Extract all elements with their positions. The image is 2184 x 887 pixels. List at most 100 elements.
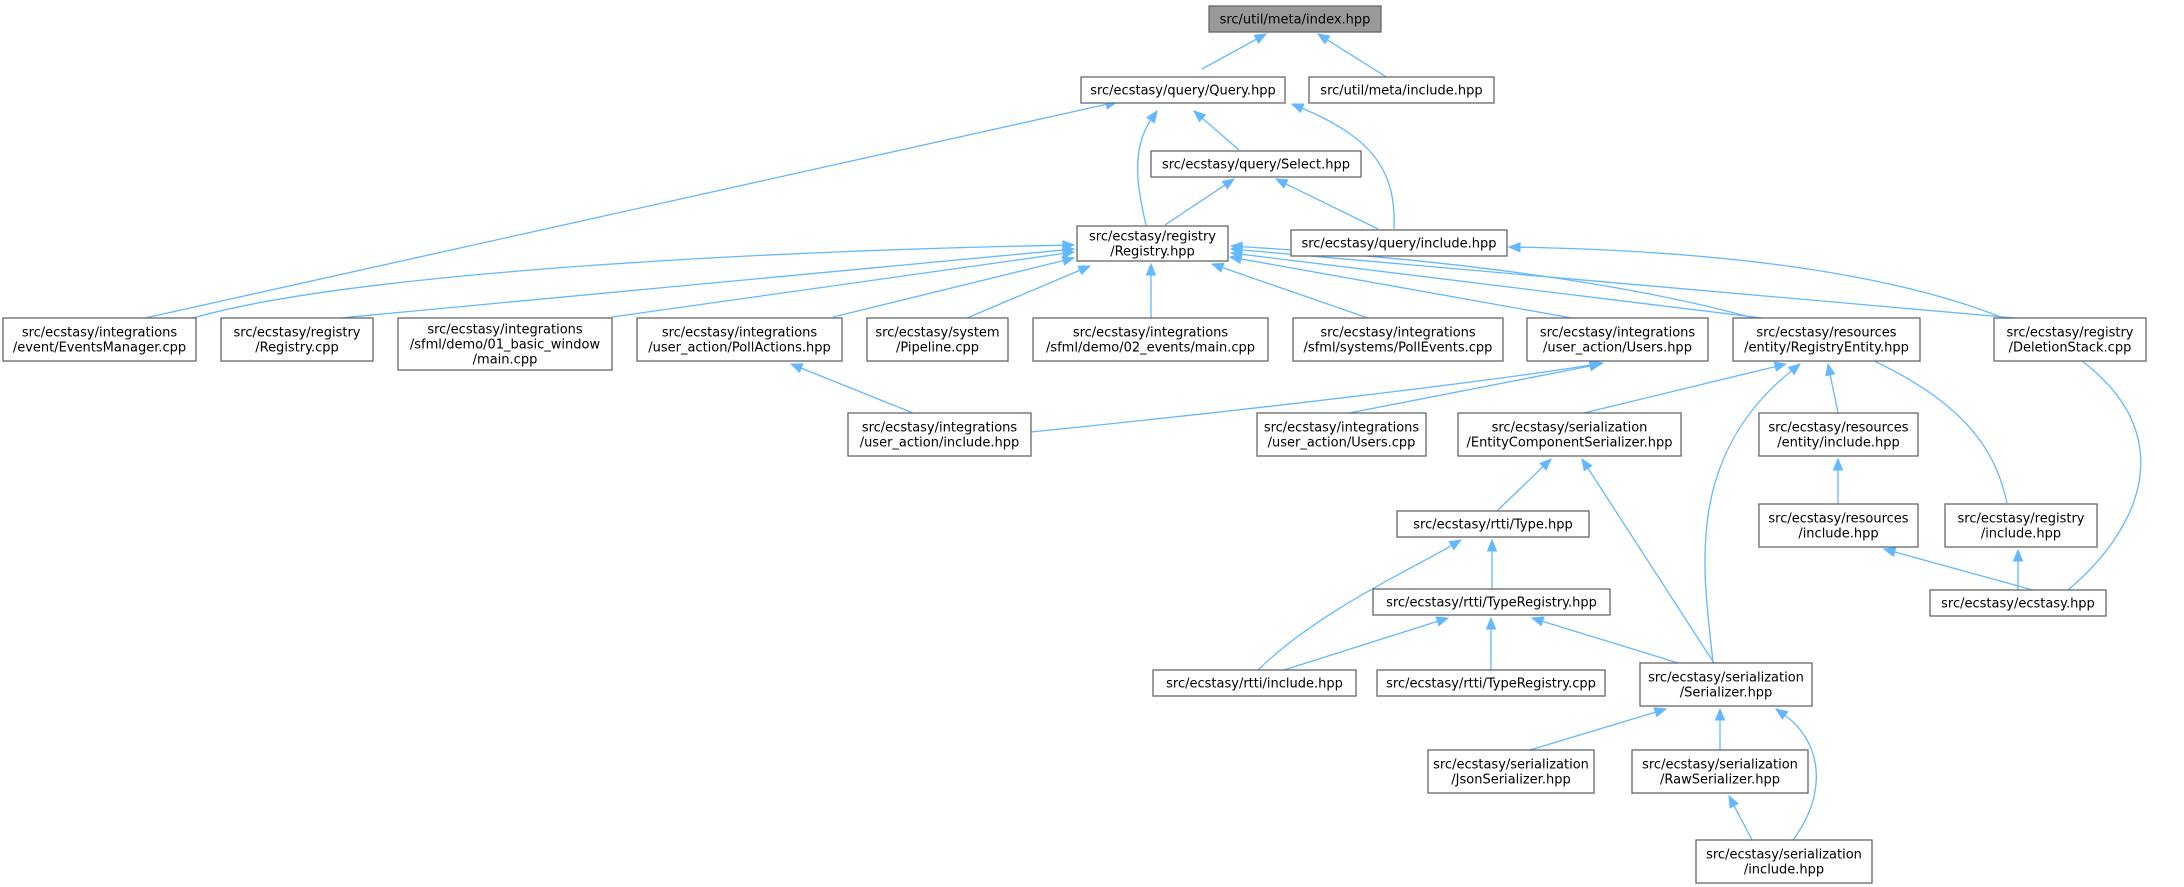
graph-node[interactable]: src/ecstasy/registry/include.hpp [1944,503,2098,548]
graph-node[interactable]: src/ecstasy/integrations/sfml/demo/02_ev… [1032,317,1269,362]
graph-node[interactable]: src/ecstasy/integrations/sfml/systems/Po… [1292,317,1504,362]
node-label: /entity/include.hpp [1777,436,1899,451]
graph-node[interactable]: src/ecstasy/resources/entity/include.hpp [1758,412,1919,457]
graph-node[interactable]: src/ecstasy/rtti/Type.hpp [1396,510,1590,538]
edge-line [1541,620,1679,664]
arrowhead-icon [1061,255,1076,266]
graph-node[interactable]: src/ecstasy/integrations/user_action/Use… [1256,412,1427,457]
edge-n19-n21 [1832,457,1844,504]
graph-node[interactable]: src/util/meta/index.hpp [1208,5,1382,33]
graph-node[interactable]: src/ecstasy/resources/include.hpp [1758,503,1919,548]
arrowhead-icon [2012,548,2024,562]
node-label: /sfml/systems/PollEvents.cpp [1304,341,1493,356]
node-label: src/ecstasy/resources [1768,512,1908,527]
graph-node[interactable]: src/util/meta/include.hpp [1308,76,1495,104]
edge-n4-n8 [611,248,1076,318]
node-box [866,317,1009,362]
edge-line [1257,544,1453,671]
node-box [1372,588,1611,616]
arrowhead-icon [1539,458,1552,471]
graph-node[interactable]: src/ecstasy/rtti/TypeRegistry.hpp [1372,588,1611,616]
node-label: /Serializer.hpp [1680,686,1773,701]
node-box [847,412,1032,457]
arrowhead-icon [1253,33,1268,45]
graph-node[interactable]: src/ecstasy/integrations/user_action/Use… [1526,317,1709,362]
graph-node[interactable]: src/ecstasy/ecstasy.hpp [1929,589,2107,617]
node-label: src/ecstasy/integrations [1320,326,1476,341]
graph-node[interactable]: src/ecstasy/query/Select.hpp [1150,150,1362,178]
arrowhead-icon [1221,178,1236,190]
node-label: src/ecstasy/registry [233,326,360,341]
graph-node[interactable]: src/ecstasy/query/Query.hpp [1080,76,1286,104]
edge-n4-n12 [1210,262,1369,319]
node-box [1695,839,1873,884]
edge-line [339,249,1065,319]
arrowhead-icon [1728,794,1739,809]
node-label: src/ecstasy/integrations [427,323,583,338]
edge-line [1284,182,1379,230]
node-label: /user_action/Users.cpp [1268,436,1416,451]
node-label: src/ecstasy/serialization [1433,758,1589,773]
node-box [1639,662,1813,707]
node-label: src/ecstasy/integrations [1073,326,1229,341]
graph-node[interactable]: src/ecstasy/registry/Registry.cpp [220,317,374,362]
edge-line [1030,363,1594,433]
node-box [1758,412,1919,457]
edge-line [1733,804,1753,841]
arrowhead-icon [1787,363,1802,376]
edge-n23-n27 [1530,616,1679,664]
edge-line [611,252,1065,318]
arrowhead-icon [1210,262,1225,273]
node-label: /sfml/demo/02_events/main.cpp [1046,341,1255,356]
graph-node[interactable]: src/ecstasy/serialization/RawSerializer.… [1631,749,1809,794]
graph-node[interactable]: src/ecstasy/resources/entity/RegistryEnt… [1732,317,1921,362]
node-label: /EntityComponentSerializer.hpp [1466,436,1672,451]
graph-node[interactable]: src/ecstasy/registry/DeletionStack.cpp [1993,317,2147,362]
graph-node[interactable]: src/ecstasy/integrations/user_action/Pol… [636,317,843,362]
graph-node[interactable]: src/ecstasy/system/Pipeline.cpp [866,317,1009,362]
edge-n20-n23 [1486,538,1498,589]
arrowhead-icon [1825,362,1836,377]
node-label: src/ecstasy/rtti/Type.hpp [1413,518,1572,533]
arrowhead-icon [1530,616,1545,627]
node-box [636,317,843,362]
graph-node[interactable]: src/ecstasy/serialization/EntityComponen… [1457,412,1682,457]
graph-node[interactable]: src/ecstasy/query/include.hpp [1290,229,1508,257]
node-box [1758,503,1919,548]
node-box [1150,150,1362,178]
edge-line [1240,249,2016,319]
edge-line [144,103,1108,319]
edge-line [1239,258,1573,319]
edge-line [1783,714,1817,841]
node-label: /entity/RegistryEntity.hpp [1744,341,1909,356]
edge-n1-n6 [144,99,1119,319]
graph-node[interactable]: src/ecstasy/integrations/sfml/demo/01_ba… [397,317,613,371]
edge-n4-n6 [192,239,1076,319]
edge-n13-n17 [1348,361,1603,414]
edge-line [1221,266,1369,319]
graph-node[interactable]: src/ecstasy/serialization/include.hpp [1695,839,1873,884]
graph-node[interactable]: src/ecstasy/integrations/event/EventsMan… [2,317,197,362]
node-label: /user_action/include.hpp [860,436,1020,451]
node-box [1929,589,2107,617]
edge-n4-n14 [1229,249,1763,319]
graph-node[interactable]: src/ecstasy/registry/Registry.hpp [1076,225,1229,262]
edge-n4-n10 [966,265,1092,319]
graph-node[interactable]: src/ecstasy/rtti/TypeRegistry.cpp [1376,669,1606,697]
graph-node[interactable]: src/ecstasy/serialization/Serializer.hpp [1639,662,1813,707]
node-label: src/ecstasy/registry [1089,230,1216,245]
node-label: src/ecstasy/query/include.hpp [1301,237,1496,252]
arrowhead-icon [1507,241,1521,253]
arrowhead-icon [1653,707,1668,718]
graph-node[interactable]: src/ecstasy/integrations/user_action/inc… [847,412,1032,457]
edge-line [1496,465,1545,512]
graph-node[interactable]: src/ecstasy/rtti/include.hpp [1152,669,1357,697]
edge-n22-n24 [2012,548,2024,590]
arrowhead-icon [1714,707,1726,721]
node-box [1032,317,1269,362]
edge-n14-n27 [1704,363,1802,664]
arrowhead-icon [789,363,804,374]
graph-node[interactable]: src/ecstasy/serialization/JsonSerializer… [1427,749,1595,794]
edge-line [1583,365,1777,414]
